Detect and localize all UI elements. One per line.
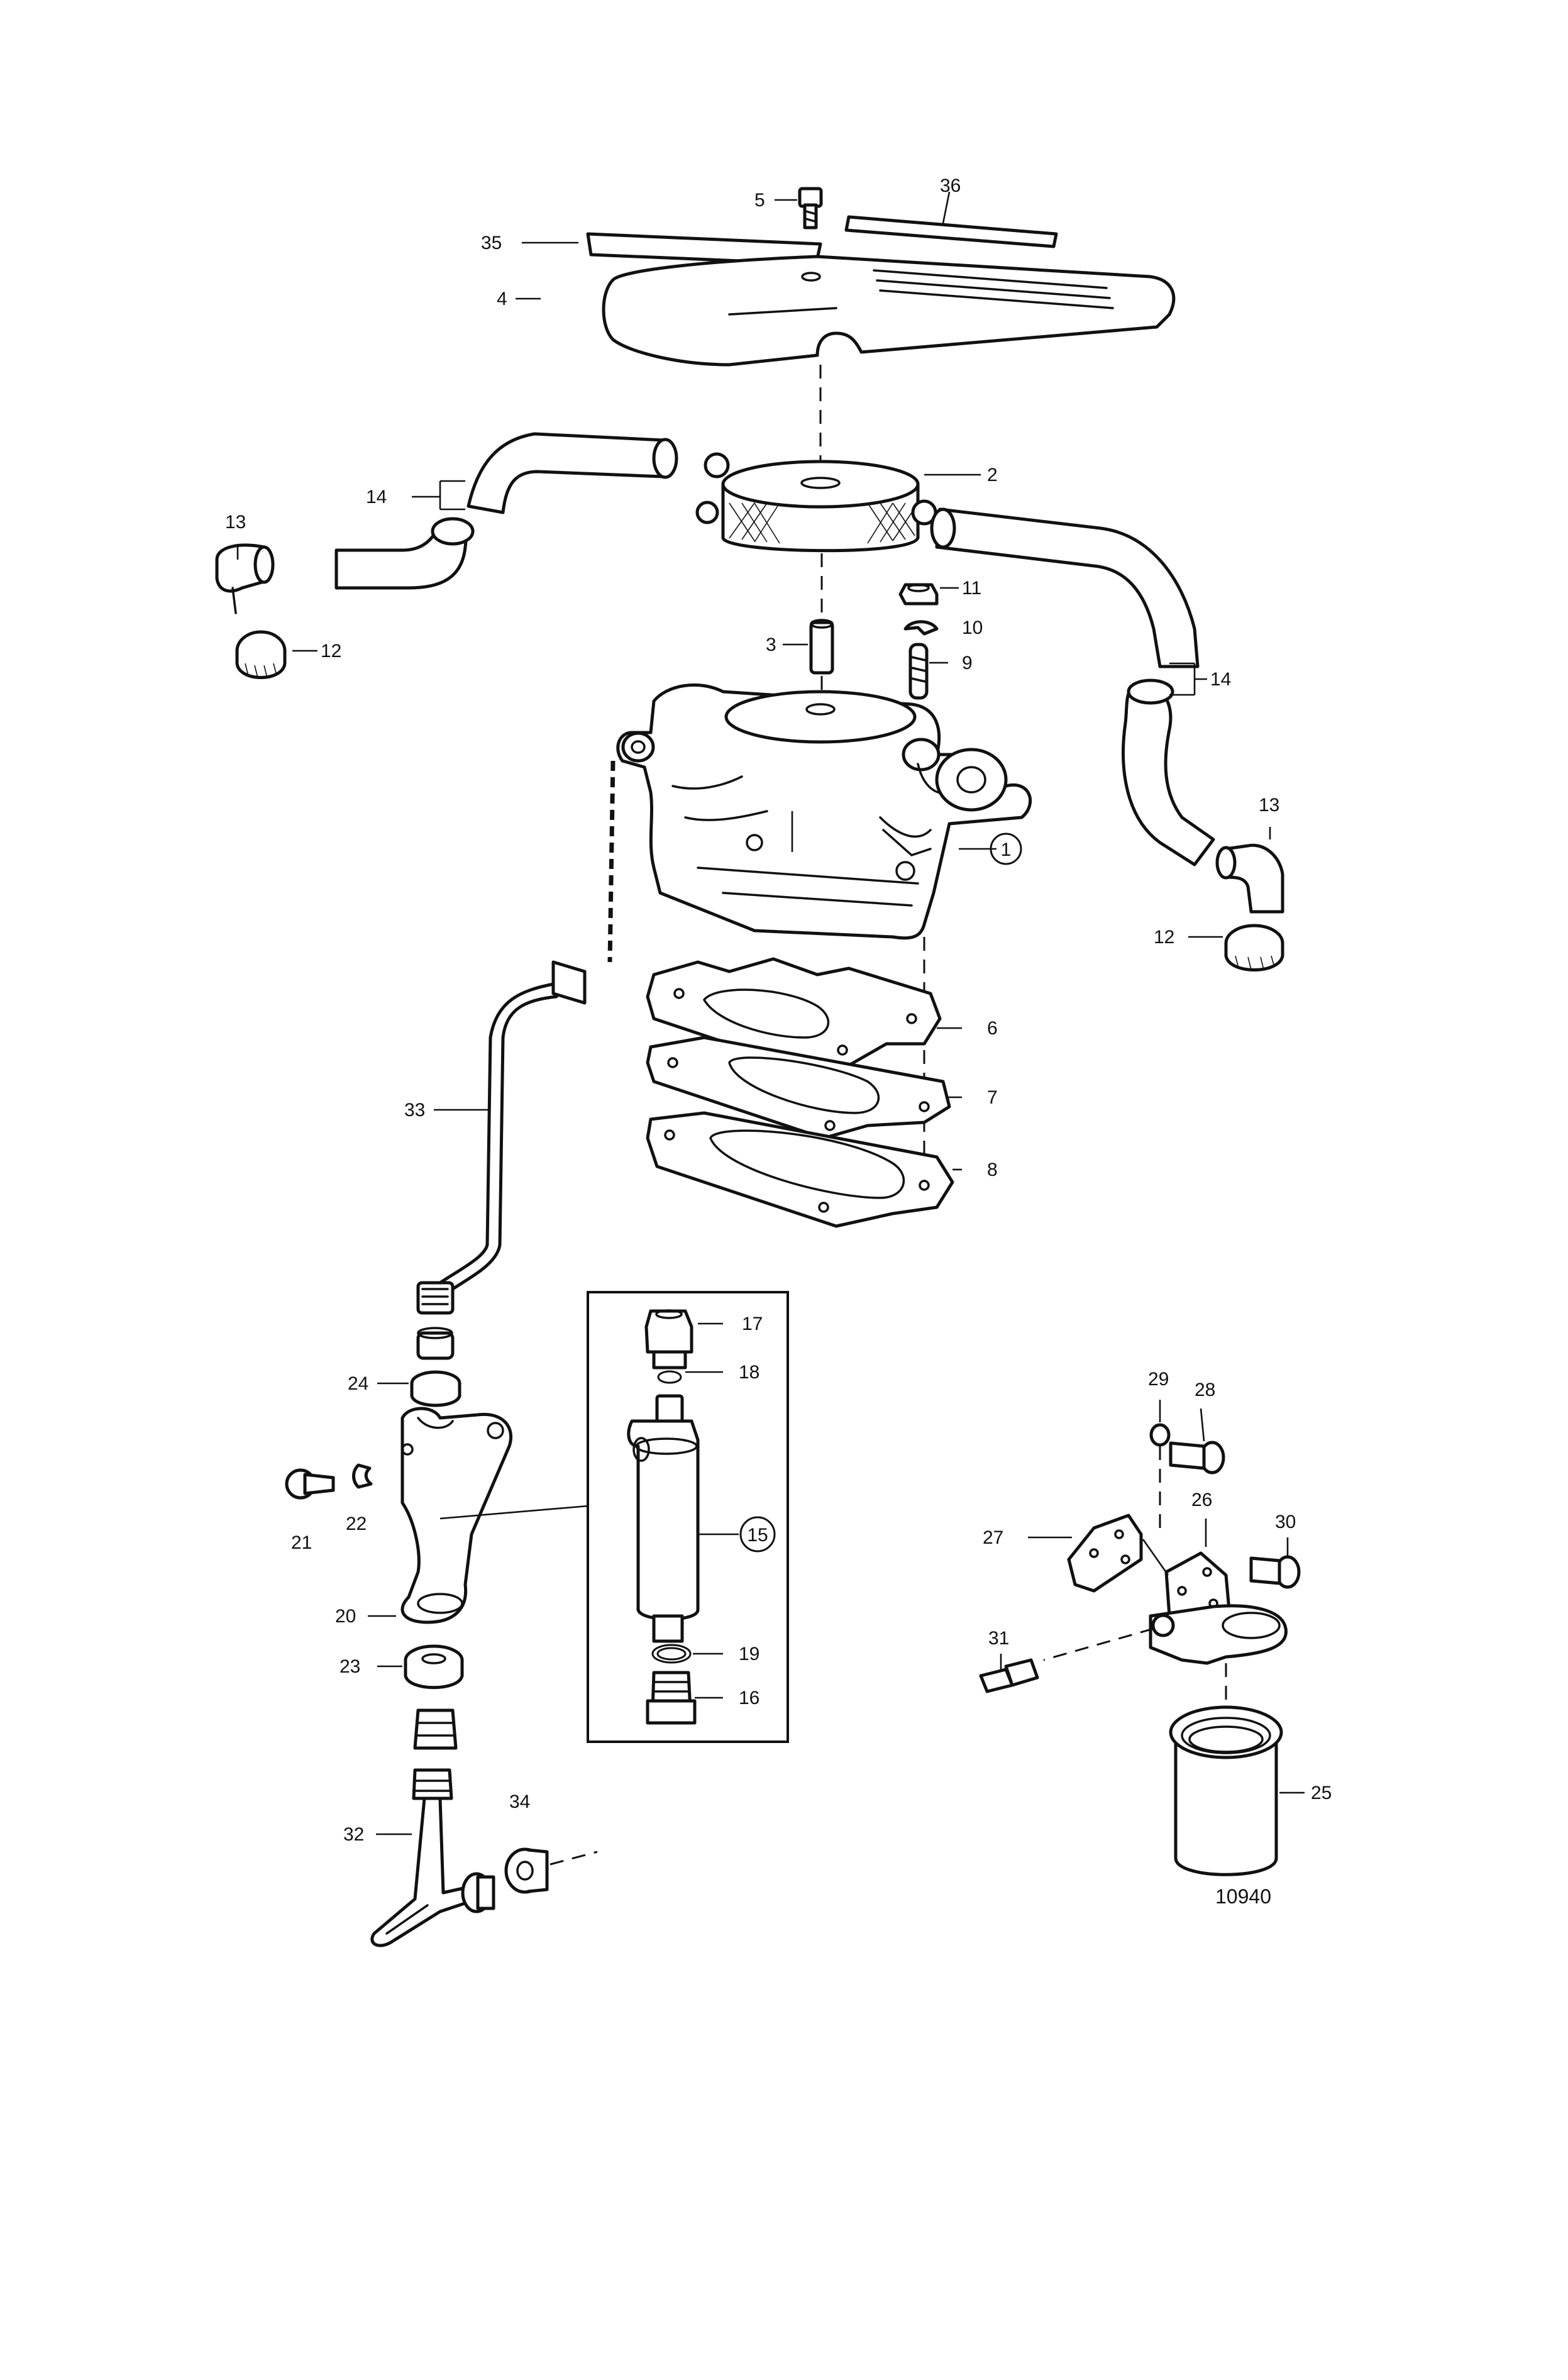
- callout-3: 3: [766, 634, 776, 655]
- part-33-fuel-line: [416, 760, 616, 1315]
- callout-27: 27: [983, 1527, 1003, 1548]
- part-22-clip: [352, 1463, 373, 1489]
- callout-32: 32: [343, 1824, 364, 1845]
- part-32-pickup-fitting: [461, 1872, 495, 1913]
- callout-36: 36: [940, 175, 961, 196]
- part-3-stud: [809, 619, 834, 675]
- part-13-elbow-right: [1215, 843, 1284, 914]
- part-8-gasket: [646, 1111, 954, 1228]
- callout-1-circle: [990, 833, 1022, 865]
- callout-25: 25: [1311, 1783, 1332, 1803]
- callout-10: 10: [962, 617, 983, 638]
- callout-8: 8: [987, 1160, 998, 1180]
- inset-box: [439, 1291, 789, 1743]
- part-16-fitting: [646, 1671, 697, 1725]
- callout-11: 11: [962, 578, 981, 599]
- callout-12-left: 12: [321, 641, 341, 661]
- callout-14-left: 14: [366, 487, 387, 507]
- part-12-plug-right: [1224, 924, 1284, 971]
- part-18-washer: [657, 1370, 682, 1384]
- part-15-fuel-pump: [627, 1394, 700, 1643]
- callout-labels: 5 36 35 4 2 14 13 12 3 11 10 9 14 13 12 …: [225, 175, 1332, 1908]
- callout-30: 30: [1275, 1512, 1296, 1532]
- callout-15-circle: [739, 1516, 776, 1553]
- callout-34: 34: [509, 1791, 530, 1812]
- figure-number: 10940: [1215, 1885, 1271, 1908]
- callout-35: 35: [481, 233, 502, 253]
- part-29-washer: [1149, 1423, 1171, 1447]
- part-36-strip: [844, 215, 1058, 248]
- callout-13-left: 13: [225, 512, 246, 533]
- part-20-bracket: [400, 1407, 513, 1624]
- part-7-gasket: [646, 1036, 951, 1140]
- callout-23: 23: [340, 1656, 360, 1677]
- part-14-hose-right-upper: [930, 507, 1200, 668]
- part-2-air-cleaner: [695, 452, 937, 553]
- callout-13-right: 13: [1259, 795, 1279, 816]
- callout-24: 24: [348, 1373, 368, 1394]
- callout-12-right: 12: [1154, 927, 1174, 948]
- callout-9: 9: [962, 653, 973, 673]
- callout-5: 5: [754, 190, 765, 211]
- part-19-o-ring: [651, 1644, 692, 1664]
- part-14-hose-right-lower: [1122, 678, 1215, 866]
- fuel-fitting-lower: [412, 1768, 453, 1800]
- callout-31: 31: [988, 1628, 1009, 1649]
- callout-7: 7: [987, 1087, 998, 1108]
- part-13-elbow-left: [215, 543, 275, 614]
- callout-18: 18: [739, 1362, 759, 1383]
- callout-15: 15: [747, 1525, 768, 1546]
- part-21-screw: [285, 1468, 335, 1500]
- part-4-cover: [602, 255, 1176, 367]
- part-24-bushing: [410, 1327, 461, 1407]
- callout-6: 6: [987, 1018, 998, 1039]
- part-11-nut: [898, 583, 939, 606]
- part-23-bushing: [404, 1644, 464, 1690]
- part-14-hose-left-lower: [334, 517, 475, 590]
- callout-14-right: 14: [1210, 669, 1231, 690]
- part-1-carburetor: [616, 683, 1032, 940]
- leader-lines: [236, 191, 1305, 1835]
- callout-19: 19: [739, 1644, 759, 1664]
- callout-33: 33: [404, 1100, 425, 1121]
- part-25-filter: [1169, 1705, 1283, 1876]
- part-27-plate: [1067, 1514, 1143, 1593]
- callout-21: 21: [291, 1532, 312, 1553]
- callout-22: 22: [346, 1514, 367, 1534]
- callout-28: 28: [1195, 1380, 1215, 1400]
- callout-20: 20: [335, 1606, 356, 1627]
- part-10-clip: [903, 620, 939, 636]
- callout-1: 1: [1001, 839, 1012, 860]
- part-31-nipple: [979, 1658, 1039, 1693]
- part-6-gasket: [646, 957, 942, 1071]
- part-9-link: [908, 643, 929, 700]
- fuel-fitting-upper: [413, 1708, 458, 1750]
- part-32-pickup-tube: [370, 1796, 480, 1947]
- filter-head: [1043, 1604, 1288, 1665]
- callout-2: 2: [987, 465, 998, 485]
- callout-16: 16: [739, 1688, 759, 1708]
- part-12-plug-left: [235, 630, 287, 679]
- part-28-bolt: [1169, 1441, 1225, 1475]
- part-34-nut: [504, 1847, 598, 1894]
- callout-26: 26: [1191, 1490, 1212, 1510]
- callout-17: 17: [742, 1314, 763, 1334]
- part-17-fitting: [644, 1309, 693, 1370]
- callout-29: 29: [1148, 1369, 1169, 1390]
- callout-4: 4: [497, 289, 507, 309]
- part-30-bolt: [1249, 1555, 1301, 1589]
- part-5-screw: [798, 187, 823, 230]
- part-14-hose-left-upper: [467, 432, 678, 514]
